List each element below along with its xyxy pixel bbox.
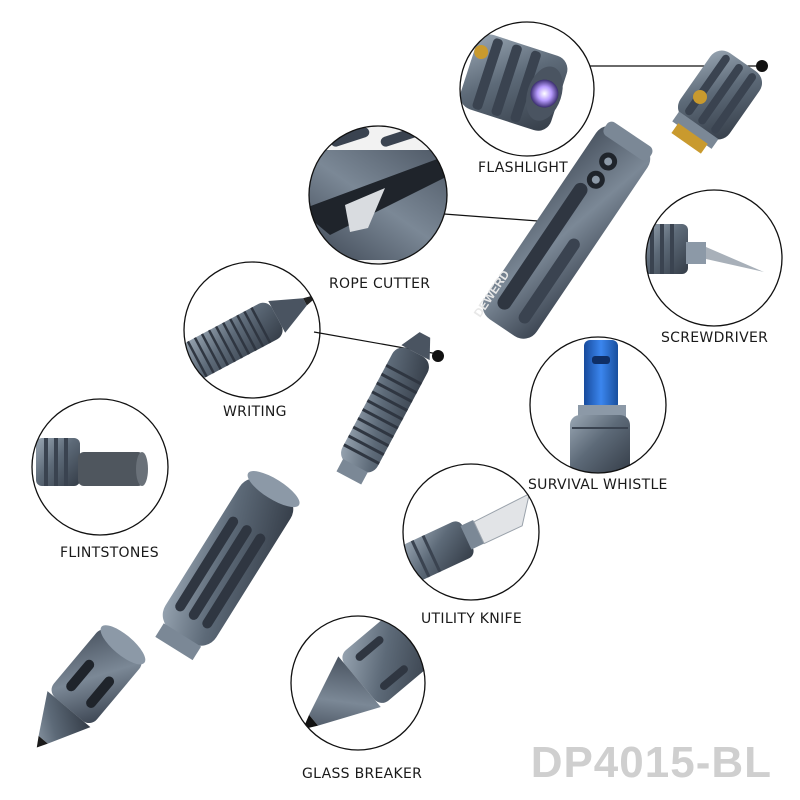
label-writing: WRITING <box>223 404 287 420</box>
label-utility-knife: UTILITY KNIFE <box>421 611 522 627</box>
label-screwdriver: SCREWDRIVER <box>661 330 769 346</box>
label-flintstones: FLINTSTONES <box>60 545 159 561</box>
product-code: DP4015-BL <box>530 738 772 787</box>
flintstones-detail <box>31 398 169 536</box>
label-glass-breaker: GLASS BREAKER <box>302 766 423 782</box>
writing-detail <box>183 261 321 399</box>
glass-breaker-detail <box>290 615 426 751</box>
label-flashlight: FLASHLIGHT <box>478 160 569 176</box>
pen-top-cap <box>671 50 763 154</box>
label-survival-whistle: SURVIVAL WHISTLE <box>528 477 668 493</box>
rope-cutter-detail <box>308 125 448 265</box>
brass-button <box>693 90 707 104</box>
screwdriver-detail <box>645 189 783 327</box>
pen-lower-body <box>155 471 300 661</box>
pen-bottom-tip <box>36 625 146 748</box>
flashlight-detail <box>459 21 595 157</box>
survival-whistle-detail <box>529 336 667 474</box>
utility-knife-detail <box>402 463 540 601</box>
pen-writing-section <box>336 332 431 485</box>
pen-clip-body <box>482 121 653 339</box>
label-rope-cutter: ROPE CUTTER <box>329 276 431 292</box>
